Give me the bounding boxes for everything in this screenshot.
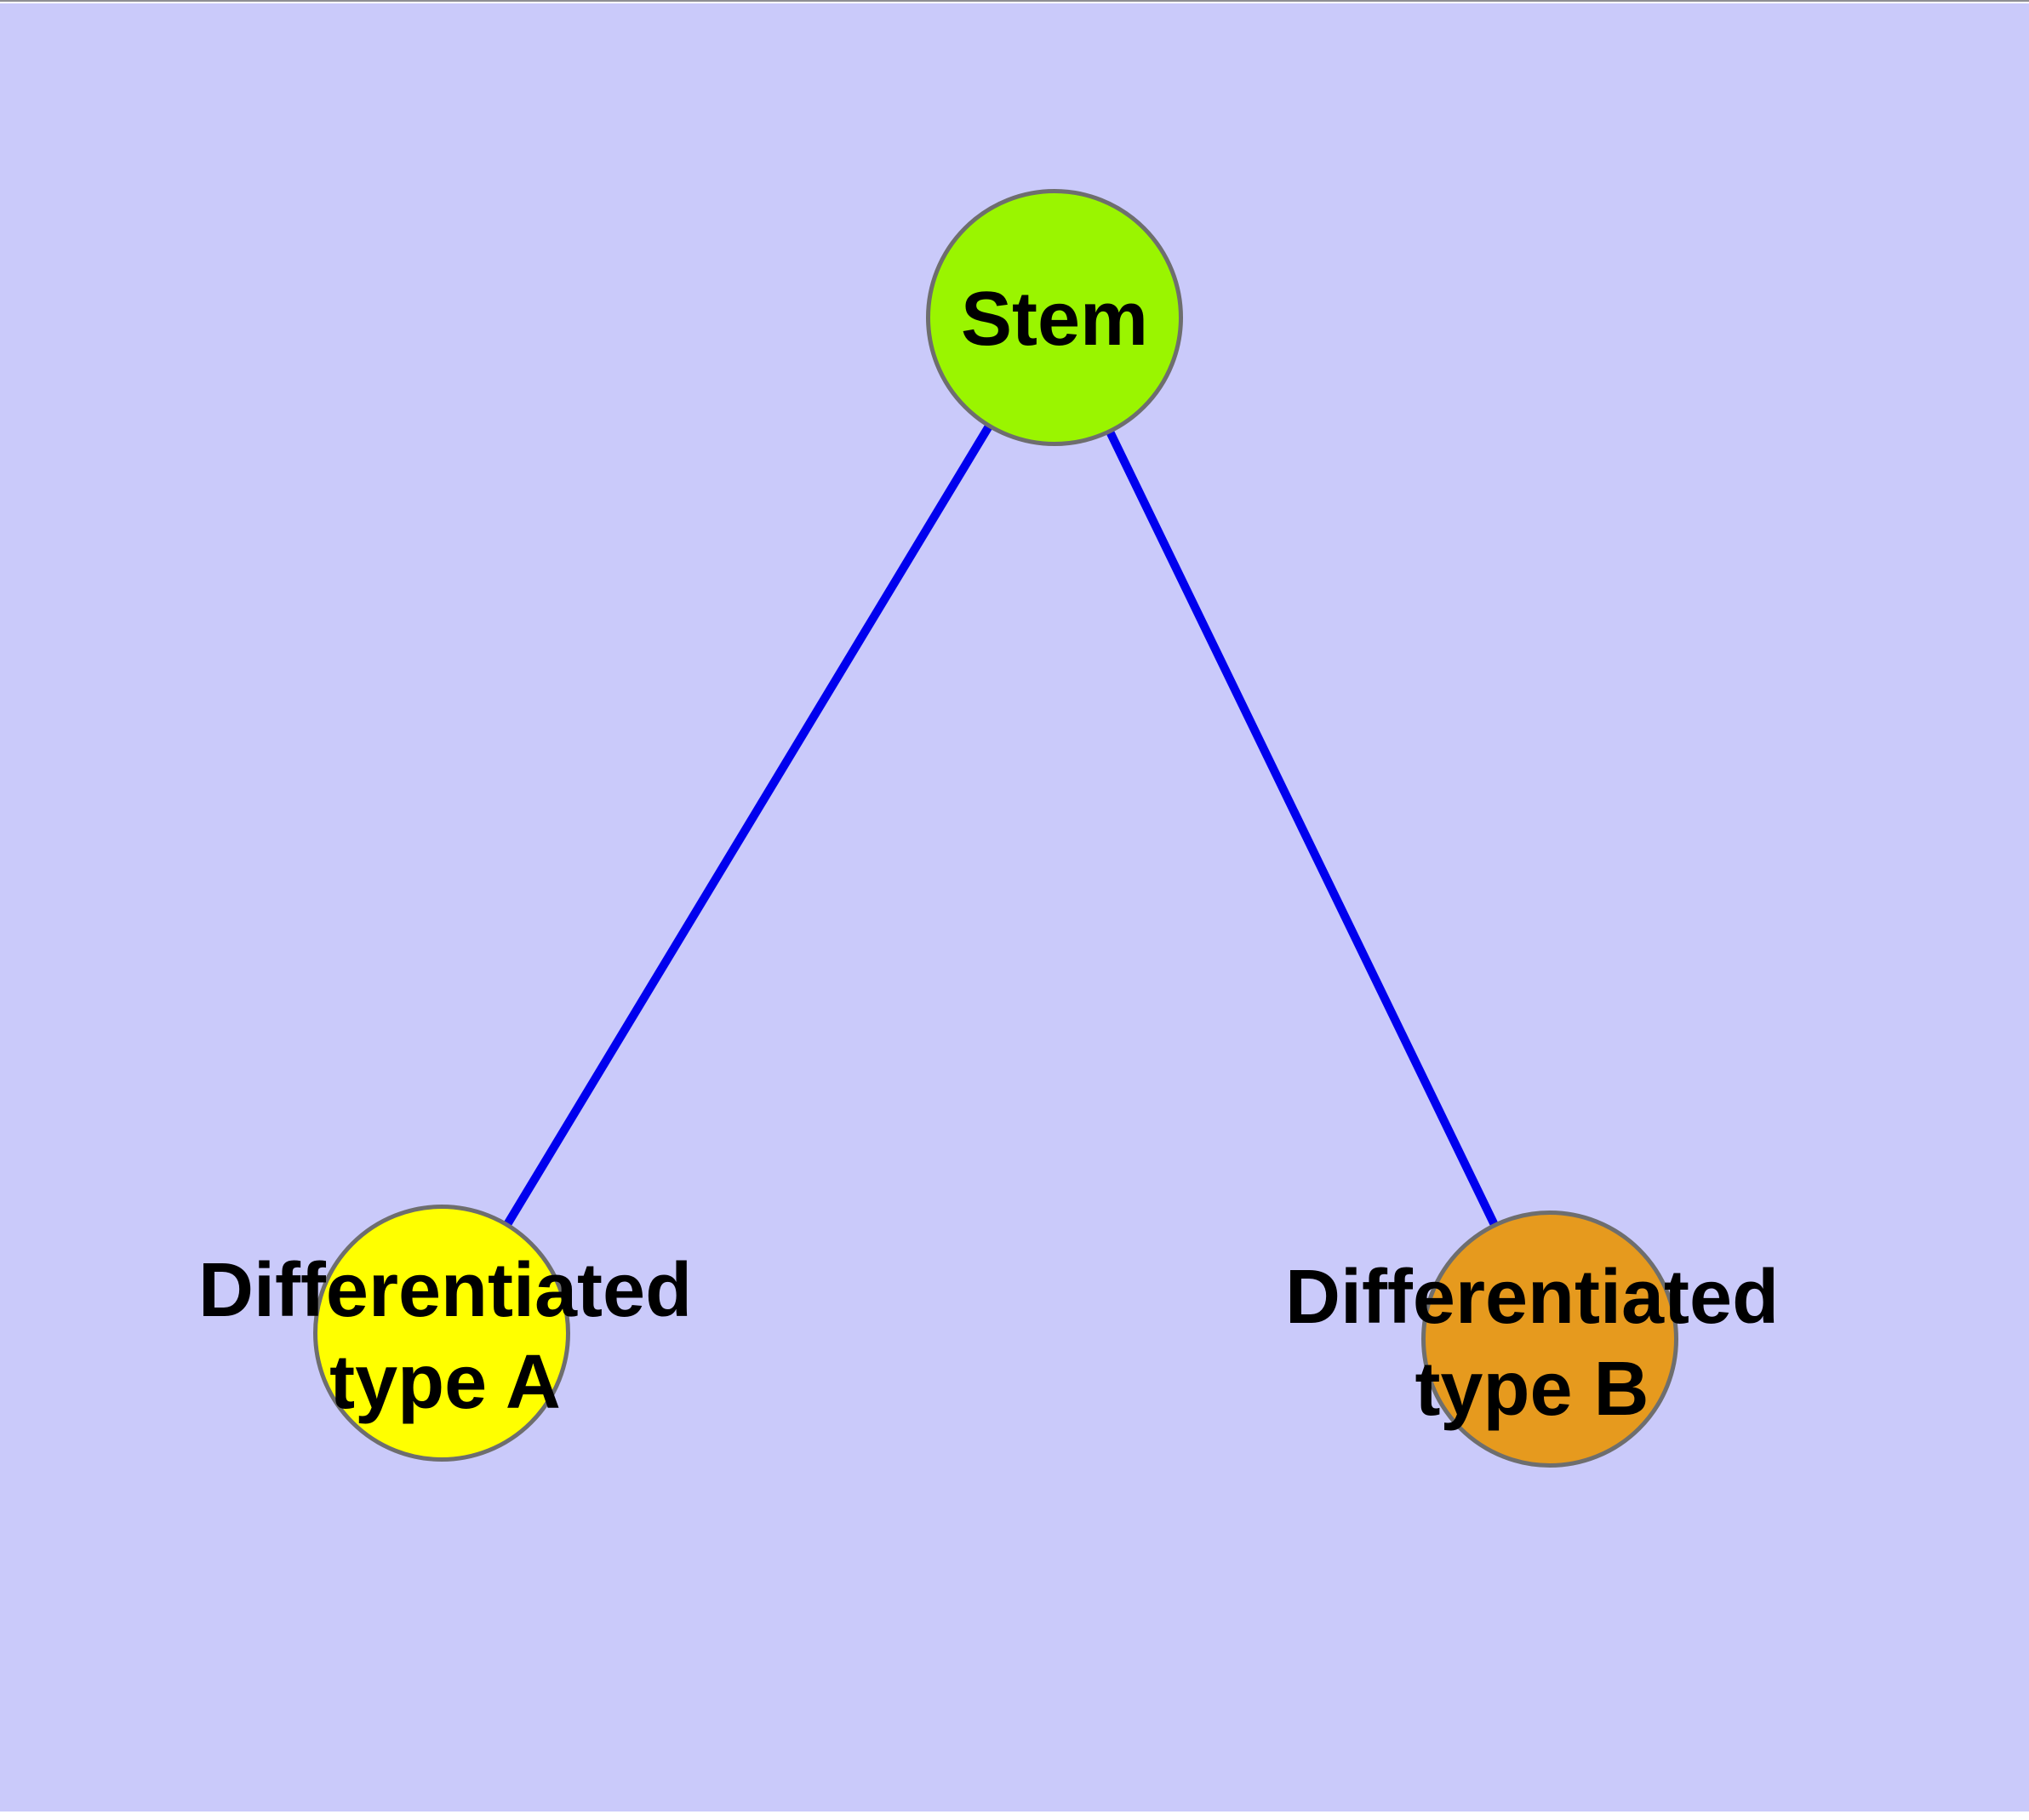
node-type-b-label: Differentiated type B bbox=[1285, 1251, 1779, 1435]
node-type-b-circle bbox=[1421, 1210, 1678, 1468]
edge-stem-to-type-a bbox=[437, 315, 1059, 1336]
node-type-a-label-line2: type A bbox=[329, 1340, 561, 1425]
edge-stem-to-type-b bbox=[1050, 315, 1554, 1342]
node-type-a-circle bbox=[313, 1205, 570, 1462]
node-stem-circle bbox=[926, 189, 1183, 446]
node-type-a-label-line1: Differentiated bbox=[197, 1248, 693, 1333]
node-stem-label: Stem bbox=[961, 273, 1148, 365]
top-border-line bbox=[0, 0, 2029, 2]
node-stem-label-text: Stem bbox=[960, 277, 1149, 362]
node-type-b-label-line1: Differentiated bbox=[1284, 1255, 1780, 1340]
node-type-a-label: Differentiated type A bbox=[198, 1245, 692, 1428]
node-type-b-label-line2: type B bbox=[1415, 1347, 1649, 1432]
